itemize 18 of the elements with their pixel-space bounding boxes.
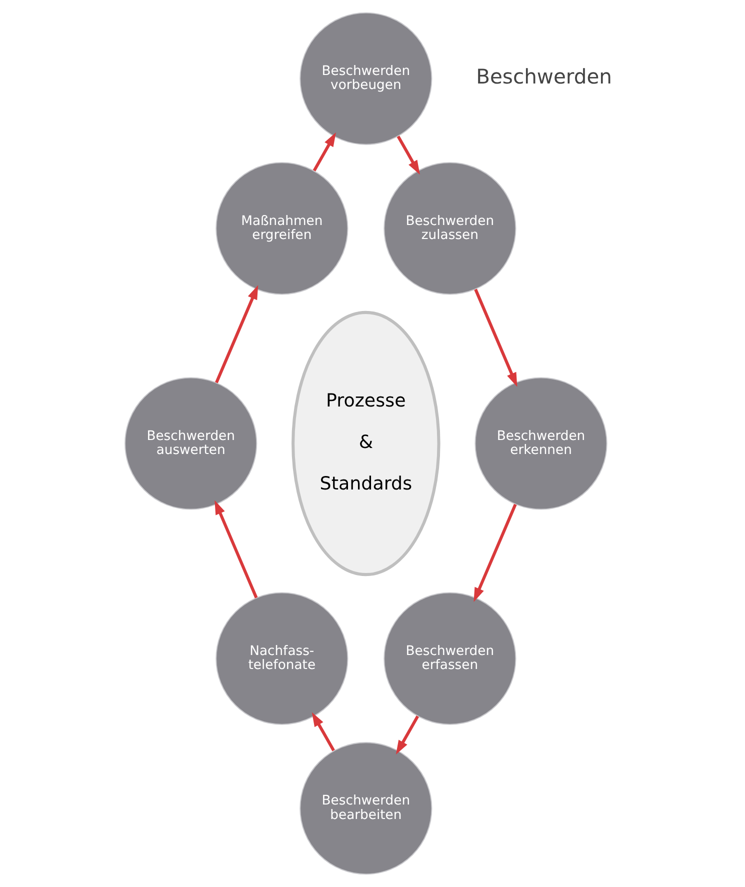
arrow bbox=[215, 285, 258, 384]
node-circle: Beschwerden erfassen bbox=[384, 592, 516, 725]
node-circle: Beschwerden zulassen bbox=[384, 162, 516, 295]
arrow bbox=[474, 504, 517, 602]
node-circle: Beschwerden bearbeiten bbox=[300, 742, 432, 875]
arrow bbox=[214, 500, 258, 598]
arrow bbox=[396, 136, 420, 175]
node-circle: Beschwerden vorbeugen bbox=[300, 12, 432, 145]
node-circle: Beschwerden auswerten bbox=[124, 377, 258, 510]
arrow bbox=[396, 716, 419, 755]
arrow bbox=[312, 712, 335, 752]
node-circle: Nachfass- telefonate bbox=[216, 592, 348, 725]
arrow bbox=[312, 132, 336, 172]
node-circle: Maßnahmen ergreifen bbox=[216, 162, 348, 295]
node-circle: Beschwerden erkennen bbox=[474, 377, 608, 510]
arrow bbox=[474, 288, 518, 387]
label: Beschwerden bbox=[476, 64, 612, 89]
node-ellipse: Prozesse & Standards bbox=[292, 310, 440, 576]
